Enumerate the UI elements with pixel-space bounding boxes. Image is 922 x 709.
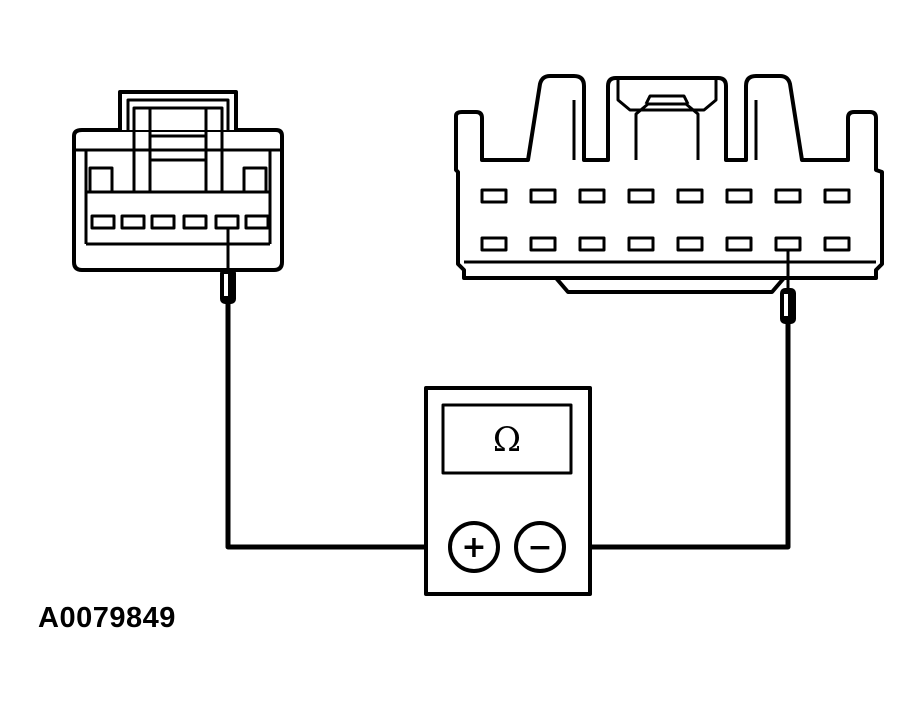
terminal-cavity [120, 214, 146, 230]
terminal-cavity [578, 188, 606, 204]
negative-terminal-label: − [527, 530, 552, 565]
probe-handle-highlight [784, 294, 788, 316]
terminal-cavity [774, 188, 802, 204]
probe-handle-highlight [224, 274, 228, 296]
terminal-cavity [627, 188, 655, 204]
large-connector-latch [634, 102, 700, 160]
positive-test-lead [225, 304, 452, 550]
small-connector-latch [126, 98, 230, 130]
large-connector-cavities-bottom [480, 236, 851, 252]
terminal-cavity [627, 236, 655, 252]
large-connector-latch [616, 78, 718, 112]
terminal-cavity [823, 188, 851, 204]
small-connector-side-step [88, 166, 114, 192]
terminal-cavity [676, 188, 704, 204]
terminal-cavity [480, 188, 508, 204]
small-connector-body [72, 128, 284, 272]
positive-terminal-label: + [461, 530, 486, 565]
small-connector-side-step [242, 166, 268, 192]
left-probe [220, 228, 236, 304]
terminal-cavity [676, 236, 704, 252]
ohmmeter-display [441, 403, 573, 475]
large-connector-body [454, 74, 884, 280]
small-connector-latch [118, 90, 238, 130]
figure-id: A0079849 [38, 602, 176, 634]
terminal-cavity [182, 214, 208, 230]
large-connector-latch [644, 94, 690, 105]
large-connector-cavities-top [480, 188, 851, 204]
terminal-cavity [529, 188, 557, 204]
negative-test-lead [562, 324, 791, 550]
ohmmeter-icon: Ω + − [424, 386, 592, 596]
terminal-cavity [725, 188, 753, 204]
terminal-cavity [244, 214, 270, 230]
terminal-cavity [578, 236, 606, 252]
large-connector-lower-skirt [554, 276, 786, 294]
terminal-cavity [150, 214, 176, 230]
terminal-cavity [823, 236, 851, 252]
terminal-cavity [725, 236, 753, 252]
terminal-cavity [529, 236, 557, 252]
small-connector [72, 90, 284, 272]
terminal-cavity [480, 236, 508, 252]
negative-terminal [514, 521, 566, 573]
large-connector [454, 74, 884, 294]
right-probe [780, 250, 796, 324]
terminal-cavity [90, 214, 116, 230]
positive-terminal [448, 521, 500, 573]
ohmmeter-display-symbol: Ω [493, 420, 521, 460]
